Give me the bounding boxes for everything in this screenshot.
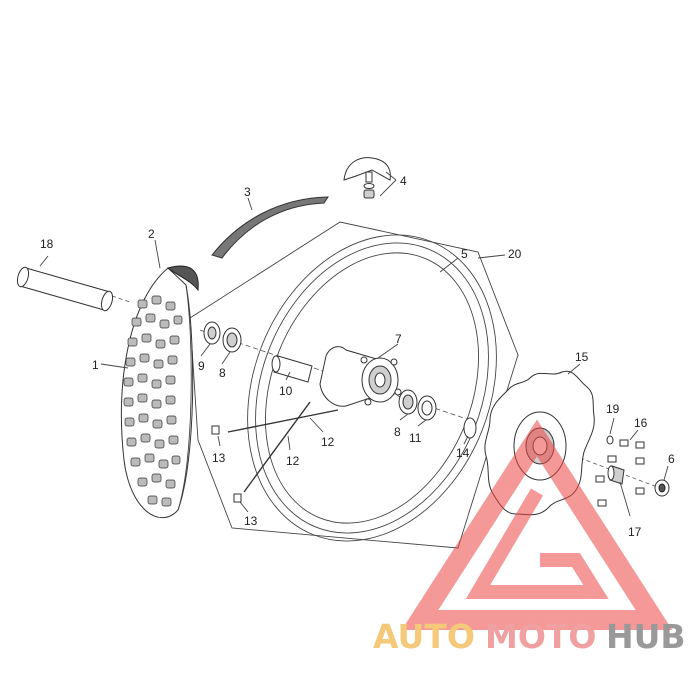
hub: [319, 346, 402, 407]
leader-lines: [39, 171, 669, 517]
callout-16: 16: [634, 416, 648, 430]
washer-19: [606, 435, 614, 445]
watermark-triangle-outer: [401, 419, 673, 630]
callout-13-b: 13: [244, 514, 258, 528]
callout-20: 20: [508, 247, 522, 261]
callout-8-left: 8: [219, 366, 226, 380]
spacer-17: [607, 465, 625, 485]
callout-4: 4: [400, 174, 407, 188]
callout-17: 17: [628, 525, 642, 539]
callout-13-a: 13: [212, 451, 226, 465]
axle-nut-6: [654, 479, 670, 497]
callout-12-a: 12: [321, 435, 335, 449]
callout-2: 2: [148, 227, 155, 241]
spoke-b: [243, 401, 311, 493]
tire: [120, 265, 199, 519]
callout-9: 9: [198, 359, 205, 373]
watermark-auto: AUTO: [373, 617, 475, 656]
callout-8-right: 8: [394, 425, 401, 439]
watermark-text: AUTO MOTO HUB: [373, 617, 686, 656]
bearing-8-right: [398, 389, 418, 415]
spacer-14: [463, 417, 477, 439]
watermark-moto: MOTO: [485, 617, 596, 656]
watermark-hub: HUB: [606, 617, 686, 656]
disc-bolts: [595, 439, 645, 507]
rim-tape: [211, 196, 329, 259]
callout-10: 10: [279, 384, 293, 398]
front-axle: [16, 266, 114, 312]
callout-labels: 1 2 3 4 5 6 7 8 8 9 10 11 12 12 13 13 14…: [40, 174, 675, 539]
callout-6: 6: [668, 452, 675, 466]
nipple-b: [233, 493, 242, 503]
bearing-8-left: [222, 327, 242, 353]
callout-11: 11: [409, 431, 422, 445]
callout-5: 5: [461, 247, 468, 261]
callout-14: 14: [456, 446, 470, 460]
nipple-a: [211, 425, 220, 435]
watermark-triangle-inner: [465, 488, 609, 599]
callout-1: 1: [92, 358, 99, 372]
callout-19: 19: [606, 402, 620, 416]
callout-18: 18: [40, 237, 54, 251]
valve: [343, 157, 391, 199]
seal-9: [203, 321, 221, 345]
spoke-a: [227, 409, 339, 433]
spacer-10: [271, 355, 313, 383]
seal-11: [417, 395, 437, 421]
axle-axis-line: [111, 295, 131, 303]
callout-3: 3: [244, 185, 251, 199]
callout-15: 15: [575, 350, 589, 364]
callout-12-b: 12: [286, 454, 300, 468]
callout-7: 7: [395, 332, 402, 346]
watermark-logo: [401, 419, 673, 630]
